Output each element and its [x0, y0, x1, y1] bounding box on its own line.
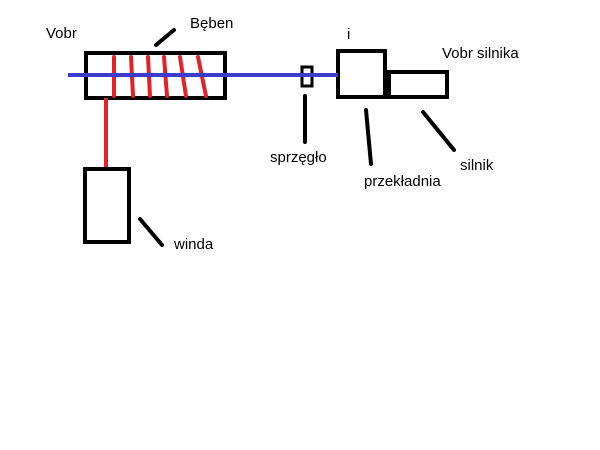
- leader-line-silnik: [421, 110, 456, 152]
- motor-box: [387, 70, 449, 99]
- gearbox-box: [336, 49, 387, 99]
- label-winda: winda: [173, 236, 214, 253]
- label-i: i: [347, 26, 350, 43]
- label-silnik: silnik: [460, 157, 494, 174]
- drum-windings: [112, 55, 208, 98]
- label-vobr: Vobr: [46, 25, 77, 42]
- label-beben: Bęben: [190, 15, 233, 32]
- leader-line-beben: [154, 28, 176, 47]
- label-vobr-silnika: Vobr silnika: [442, 45, 519, 62]
- leader-lines: [138, 28, 456, 247]
- leader-line-winda: [138, 217, 164, 247]
- label-przekladnia: przekładnia: [364, 173, 441, 190]
- lift-box: [83, 167, 131, 244]
- leader-line-przekladnia: [364, 108, 373, 166]
- label-sprzeglo: sprzęgło: [270, 149, 327, 166]
